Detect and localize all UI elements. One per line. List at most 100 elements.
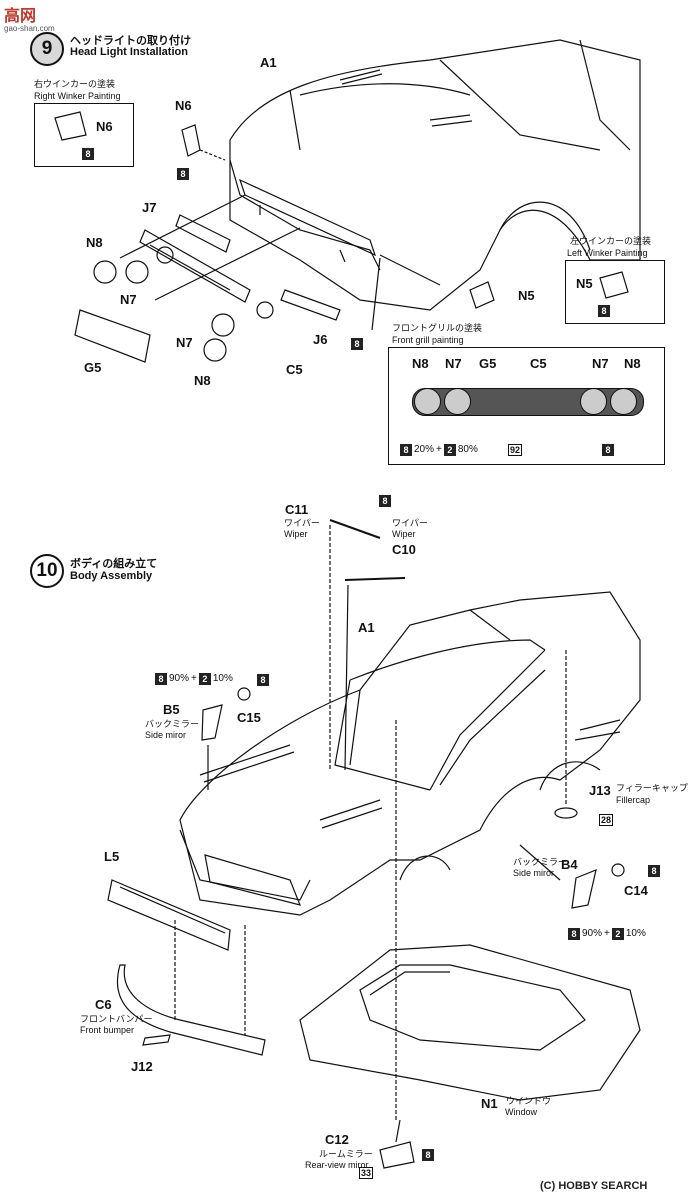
part-l5: L5 xyxy=(104,849,120,864)
grill-mix-b: 2 xyxy=(443,444,456,456)
part-n5: N5 xyxy=(518,288,535,303)
part-c5: C5 xyxy=(286,362,303,377)
paint-c12-second: 33 xyxy=(359,1167,374,1179)
footer-credit: (C) HOBBY SEARCH xyxy=(540,1180,648,1192)
b4-en: Side miror xyxy=(513,868,555,878)
wiper-right-jp: ワイパー xyxy=(392,518,428,528)
grill-label-c5: C5 xyxy=(530,356,547,371)
grill-paint-right: 8 xyxy=(602,444,614,456)
wiper-right-en: Wiper xyxy=(392,529,416,539)
b5-jp: バックミラー xyxy=(145,719,200,729)
b5-mix: 8 90% + 2 10% xyxy=(155,673,233,685)
part-c11: C11 xyxy=(285,502,309,517)
b4-mix-a: 8 xyxy=(568,928,580,940)
step-10-title-en: Body Assembly xyxy=(70,570,153,582)
part-c15: C15 xyxy=(237,710,261,725)
c12-en: Rear-view miror xyxy=(305,1160,369,1170)
n1-jp: ウインドウ xyxy=(506,1096,552,1106)
c6-jp: フロントバンパー xyxy=(80,1014,153,1024)
part-j13: J13 xyxy=(589,783,611,798)
part-j6: J6 xyxy=(313,332,328,347)
left-winker-part: N5 xyxy=(576,276,593,291)
left-winker-title-en: Left Winker Painting xyxy=(567,248,648,258)
part-a1-step9: A1 xyxy=(260,55,277,70)
b4-mix-b: 2 xyxy=(611,928,624,940)
b5-mix-b-pct: 10% xyxy=(212,673,233,684)
grill-mix-a: 8 xyxy=(400,444,412,456)
part-c14: C14 xyxy=(624,883,648,898)
b4-mix-plus: + xyxy=(604,928,610,939)
b4-mix-b-pct: 10% xyxy=(625,928,646,939)
paint-c12: 8 xyxy=(422,1149,434,1161)
part-c6: C6 xyxy=(95,997,112,1012)
c11-en: Wiper xyxy=(284,529,308,539)
grill-label-n8-right: N8 xyxy=(624,356,641,371)
part-n8-b: N8 xyxy=(194,373,211,388)
paint-c15: 8 xyxy=(257,674,269,686)
b4-mix-a-pct: 90% xyxy=(582,928,603,939)
part-j7: J7 xyxy=(142,200,157,215)
step-9-number: 9 xyxy=(30,32,64,66)
grill-lamp-2 xyxy=(444,388,471,415)
right-winker-box xyxy=(34,103,134,167)
c6-en: Front bumper xyxy=(80,1025,135,1035)
left-winker-box xyxy=(565,260,665,324)
grill-paint-mid: 92 xyxy=(508,444,523,456)
part-n7-b: N7 xyxy=(176,335,193,350)
step-9-title-jp: ヘッドライトの取り付け xyxy=(70,35,191,47)
part-c12: C12 xyxy=(325,1132,349,1147)
grill-lamp-1 xyxy=(414,388,441,415)
paint-c14: 8 xyxy=(648,865,660,877)
right-winker-title-jp: 右ウインカーの塗装 xyxy=(34,79,116,89)
grill-label-n7-left: N7 xyxy=(445,356,462,371)
c12-jp: ルームミラー xyxy=(319,1149,373,1159)
n1-en: Window xyxy=(505,1107,538,1117)
grill-label-n8-left: N8 xyxy=(412,356,429,371)
part-c10: C10 xyxy=(392,542,416,557)
grill-label-g5: G5 xyxy=(479,356,497,371)
step-10-title-jp: ボディの組み立て xyxy=(70,558,158,570)
part-n8-a: N8 xyxy=(86,235,103,250)
grill-lamp-3 xyxy=(580,388,607,415)
grill-mix-plus: + xyxy=(436,444,442,455)
watermark-url: gao-shan.com xyxy=(4,24,55,33)
paint-n6: 8 xyxy=(177,168,189,180)
b4-mix: 8 90% + 2 10% xyxy=(568,928,646,940)
b5-mix-a: 8 xyxy=(155,673,167,685)
left-winker-title-jp: 左ウインカーの塗装 xyxy=(570,236,652,246)
left-winker-paint: 8 xyxy=(598,305,610,317)
step-10-number: 10 xyxy=(30,554,64,588)
grill-title-en: Front grill painting xyxy=(392,335,464,345)
j13-jp: フィラーキャップ xyxy=(616,783,688,793)
paint-wiper: 8 xyxy=(379,495,391,507)
grill-mix: 8 20% + 2 80% xyxy=(400,444,478,456)
j13-en: Fillercap xyxy=(616,795,651,805)
part-a1-step10: A1 xyxy=(358,620,375,635)
grill-title-jp: フロントグリルの塗装 xyxy=(392,323,483,333)
c11-jp: ワイパー xyxy=(284,518,320,528)
paint-j13: 28 xyxy=(599,814,614,826)
part-n1: N1 xyxy=(481,1096,498,1111)
b4-jp: バックミラー xyxy=(513,857,568,867)
part-j12: J12 xyxy=(131,1059,153,1074)
part-n6: N6 xyxy=(175,98,192,113)
grill-label-n7-right: N7 xyxy=(592,356,609,371)
b5-en: Side miror xyxy=(145,730,187,740)
part-g5: G5 xyxy=(84,360,102,375)
grill-mix-a-pct: 20% xyxy=(414,444,435,455)
grill-mix-b-pct: 80% xyxy=(457,444,478,455)
right-winker-title-en: Right Winker Painting xyxy=(34,91,121,101)
part-b4: B4 xyxy=(561,857,578,872)
b5-mix-b: 2 xyxy=(198,673,211,685)
paint-j6: 8 xyxy=(351,338,363,350)
step-9-title-en: Head Light Installation xyxy=(70,46,188,58)
part-n7-a: N7 xyxy=(120,292,137,307)
grill-lamp-4 xyxy=(610,388,637,415)
part-b5: B5 xyxy=(163,702,180,717)
right-winker-paint: 8 xyxy=(82,148,94,160)
right-winker-part: N6 xyxy=(96,119,113,134)
b5-mix-plus: + xyxy=(191,673,197,684)
watermark-logo: 高网 xyxy=(4,8,37,25)
b5-mix-a-pct: 90% xyxy=(169,673,190,684)
